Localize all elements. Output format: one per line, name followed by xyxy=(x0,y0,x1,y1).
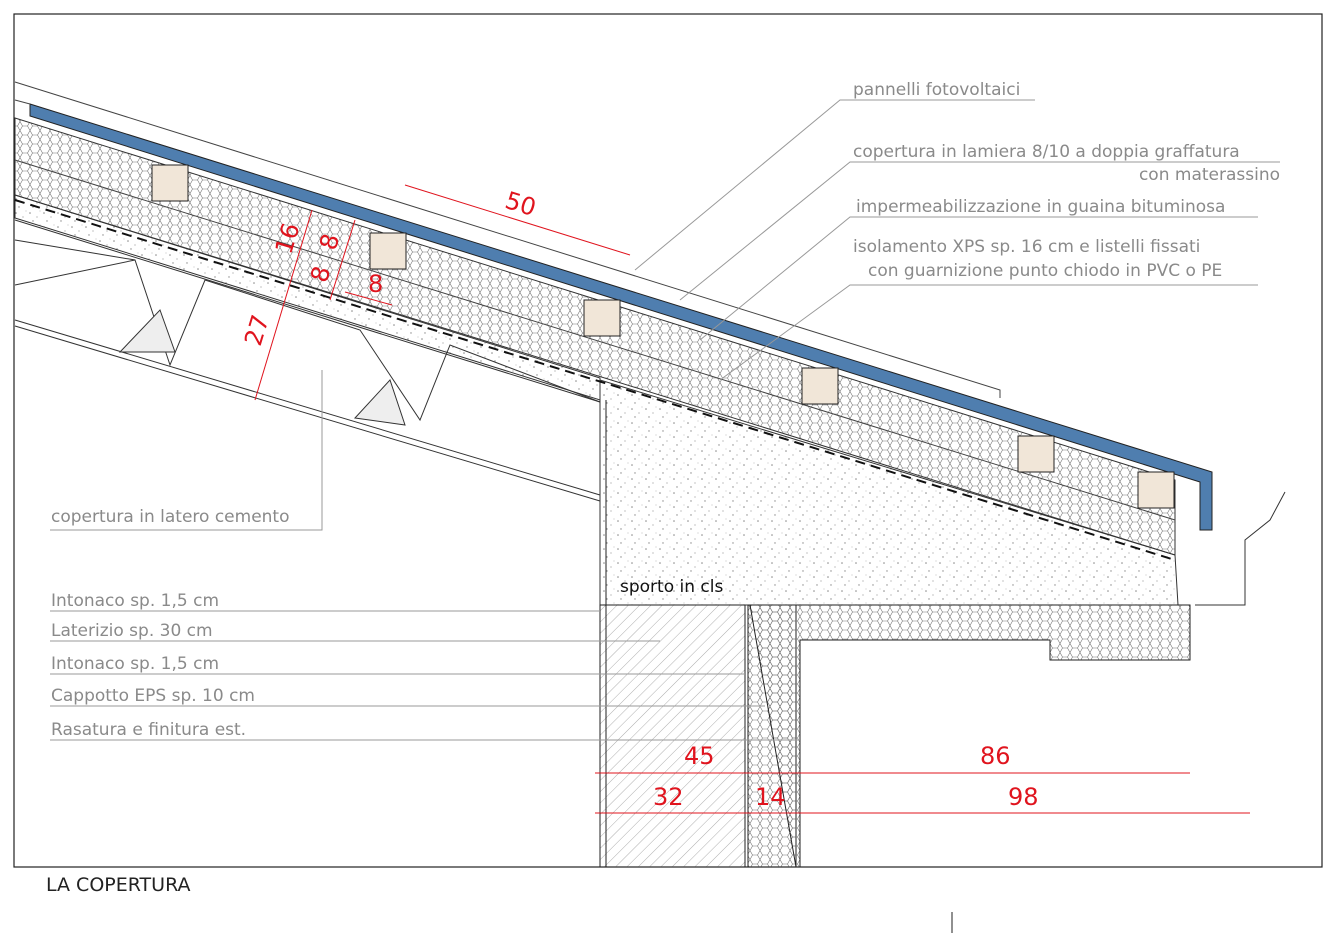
label-wall-4: Cappotto EPS sp. 10 cm xyxy=(51,686,255,706)
dimension-lines xyxy=(254,184,1250,814)
pv-panel-line xyxy=(14,81,1001,398)
dim-8c: 8 xyxy=(368,270,383,298)
label-wall-5: Rasatura e finitura est. xyxy=(51,720,246,740)
brick-wall xyxy=(599,604,746,868)
insulation-mid-line xyxy=(14,159,1176,521)
label-wall-2: Laterizio sp. 30 cm xyxy=(51,621,213,641)
bituminous-membrane xyxy=(14,199,1176,561)
dim-27: 27 xyxy=(239,312,275,349)
label-lamiera: copertura in lamiera 8/10 a doppia graff… xyxy=(853,142,1240,162)
metal-roof-sheet xyxy=(29,103,1213,531)
dim-45: 45 xyxy=(684,742,715,770)
latero-cemento-floor xyxy=(14,219,601,502)
label-xps-2: con guarnizione punto chiodo in PVC o PE xyxy=(868,261,1222,281)
label-sporto: sporto in cls xyxy=(620,577,723,597)
dim-98: 98 xyxy=(1008,783,1039,811)
label-lamiera-2: con materassino xyxy=(1139,165,1280,185)
dim-86: 86 xyxy=(980,742,1011,770)
label-wall-1: Intonaco sp. 1,5 cm xyxy=(51,591,219,611)
label-wall-3: Intonaco sp. 1,5 cm xyxy=(51,654,219,674)
dim-32: 32 xyxy=(653,783,684,811)
label-guaina: impermeabilizzazione in guaina bituminos… xyxy=(856,197,1225,217)
drawing-title: LA COPERTURA xyxy=(46,874,191,896)
gutter xyxy=(1195,491,1286,606)
battens xyxy=(151,164,1175,509)
label-pv: pannelli fotovoltaici xyxy=(853,80,1020,100)
dim-14: 14 xyxy=(755,783,786,811)
leader-lines xyxy=(50,99,1280,741)
label-latero: copertura in latero cemento xyxy=(51,507,290,527)
pv-edge xyxy=(14,99,31,105)
label-xps: isolamento XPS sp. 16 cm e listelli fiss… xyxy=(853,237,1200,257)
eps-soffit xyxy=(749,604,1191,868)
